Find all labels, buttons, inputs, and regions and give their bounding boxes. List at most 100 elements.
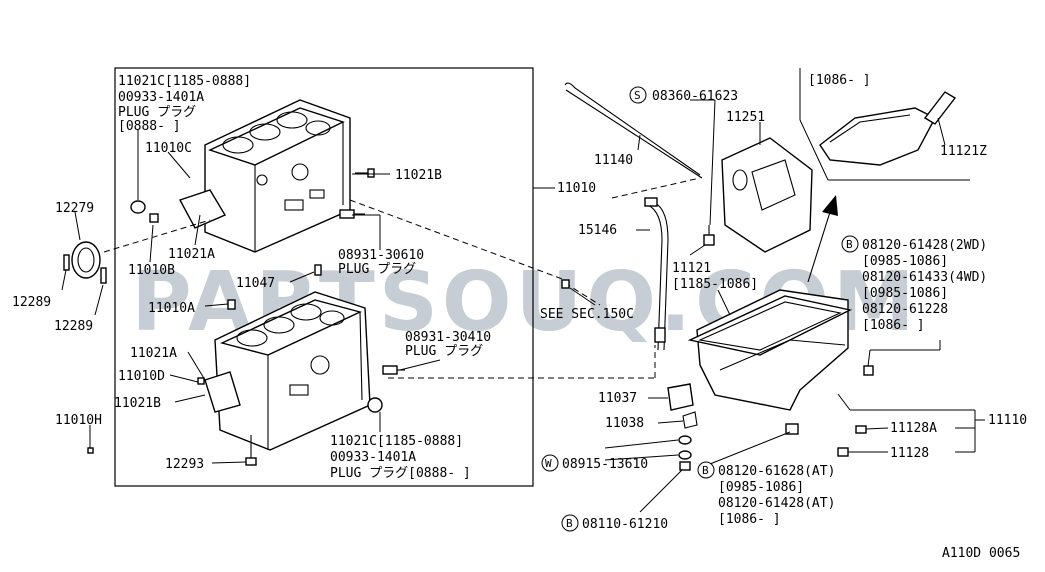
label-12279[interactable]: 12279 [55, 201, 94, 216]
label-12289-left[interactable]: 12289 [12, 295, 51, 310]
label-08931-30410[interactable]: 08931-30410 [405, 330, 491, 345]
bracket-11038-illustration [682, 411, 698, 429]
label-00933-top[interactable]: 00933-1401A [118, 90, 204, 105]
label-range-top: [0888- ] [118, 119, 181, 134]
label-11010c[interactable]: 11010C [145, 141, 192, 156]
label-range-0985-2: [0985-1086] [862, 286, 948, 301]
label-range-1086: [1086- ] [808, 73, 871, 88]
label-11021c-bottom[interactable]: 11021C[1185-0888] [330, 434, 463, 449]
label-12293[interactable]: 12293 [165, 457, 204, 472]
label-11128a[interactable]: 11128A [890, 421, 937, 436]
rear-plate-11251-illustration [721, 137, 813, 253]
label-s-circle: S [634, 89, 641, 102]
label-11121z[interactable]: 11121Z [940, 144, 987, 159]
bolt-see-sec-illustration [561, 279, 570, 289]
label-11140[interactable]: 11140 [594, 153, 633, 168]
label-b-circle-2: B [702, 464, 709, 477]
label-11128[interactable]: 11128 [890, 446, 929, 461]
label-08120-61228[interactable]: 08120-61228 [862, 302, 948, 317]
pin-11010h-illustration [87, 447, 94, 454]
label-range-1086-c: [1086- ] [718, 512, 781, 527]
dash-guide-6 [611, 177, 701, 199]
label-see-sec[interactable]: SEE SEC.150C [540, 307, 634, 322]
dash-guide-2 [349, 199, 566, 281]
label-08120-61433[interactable]: 08120-61433(4WD) [862, 270, 987, 285]
label-08120-61628[interactable]: 08120-61628(AT) [718, 464, 835, 479]
label-range-0985-3: [0985-1086] [718, 480, 804, 495]
label-plug-30610: PLUG プラグ [338, 262, 416, 277]
label-12289-right[interactable]: 12289 [54, 319, 93, 334]
washer-08915-illustration [678, 435, 692, 460]
plug-11010a-illustration [227, 299, 236, 310]
label-00933-bottom[interactable]: 00933-1401A [330, 450, 416, 465]
label-15146[interactable]: 15146 [578, 223, 617, 238]
label-b-circle-1: B [846, 238, 853, 251]
bolt-08360-illustration [703, 225, 715, 246]
label-11010h[interactable]: 11010H [55, 413, 102, 428]
s-circle-icon [629, 86, 647, 104]
plug-11021b-top-illustration [355, 168, 375, 178]
label-11047[interactable]: 11047 [236, 276, 275, 291]
bolt-08110-illustration [679, 461, 691, 471]
pin-11010d-illustration [197, 377, 205, 385]
cylinder-block-lower-illustration [204, 291, 371, 451]
b-circle-1-icon [841, 235, 859, 253]
dash-guide-3 [564, 282, 601, 306]
cylinder-block-upper-illustration [178, 99, 351, 253]
plug-bottom-illustration [367, 397, 383, 413]
bolt-08120-illustration [863, 365, 874, 376]
plug-08931-30610-illustration [339, 209, 365, 219]
label-08120-61428-at[interactable]: 08120-61428(AT) [718, 496, 835, 511]
label-11121[interactable]: 11121 [672, 261, 711, 276]
label-08915[interactable]: 08915-13610 [562, 457, 648, 472]
labels: 11021C[1185-0888] 00933-1401A PLUG プラグ [… [12, 73, 1027, 561]
label-11021a-bottom[interactable]: 11021A [130, 346, 177, 361]
group-box [114, 67, 534, 487]
label-b-circle-3: B [566, 517, 573, 530]
label-11121-range: [1185-1086] [672, 277, 758, 292]
dipstick-guide-15146-illustration [644, 197, 669, 351]
label-11021a-top[interactable]: 11021A [168, 247, 215, 262]
w-circle-icon [541, 454, 559, 472]
label-11021b-top[interactable]: 11021B [395, 168, 442, 183]
rear-seal-illustration [71, 241, 101, 279]
label-08931-30610[interactable]: 08931-30610 [338, 248, 424, 263]
label-11010[interactable]: 11010 [557, 181, 596, 196]
label-11110[interactable]: 11110 [988, 413, 1027, 428]
label-11038[interactable]: 11038 [605, 416, 644, 431]
plug-top-illustration [130, 200, 146, 214]
label-plug-30410: PLUG プラグ [405, 344, 483, 359]
b-circle-3-icon [561, 514, 579, 532]
label-plug-bottom: PLUG プラグ[0888- ] [330, 466, 471, 481]
strainer-11037-illustration [667, 383, 694, 411]
label-08360[interactable]: 08360-61623 [652, 89, 738, 104]
label-11037[interactable]: 11037 [598, 391, 637, 406]
dash-guide-1 [103, 219, 211, 253]
inset-box-1086 [799, 68, 970, 181]
label-w-circle: W [545, 457, 552, 470]
oil-pan-11110-illustration [687, 289, 853, 411]
dipstick-11140-illustration [564, 82, 703, 179]
pin-left-illustration [63, 254, 70, 271]
drain-plug-illustration [785, 423, 799, 435]
label-11010a[interactable]: 11010A [148, 301, 195, 316]
diagram-code: A110D 0065 [942, 546, 1020, 561]
leader-lines [61, 99, 985, 513]
label-08110[interactable]: 08110-61210 [582, 517, 668, 532]
oil-pan-inset-illustration [819, 91, 957, 166]
label-range-0985-1: [0985-1086] [862, 254, 948, 269]
plug-11047-illustration [314, 264, 322, 276]
label-range-1086-b: [1086- ] [862, 318, 925, 333]
label-11010d[interactable]: 11010D [118, 369, 165, 384]
pin-right-illustration [100, 267, 107, 284]
arrow-indicator [807, 195, 838, 283]
bolt-12293-illustration [245, 435, 257, 466]
label-11251[interactable]: 11251 [726, 110, 765, 125]
label-11021c-top[interactable]: 11021C[1185-0888] [118, 74, 251, 89]
label-11021b-bottom[interactable]: 11021B [114, 396, 161, 411]
label-11010b[interactable]: 11010B [128, 263, 175, 278]
label-plug-top: PLUG プラグ [118, 105, 196, 120]
plug-11010b-illustration [149, 213, 159, 223]
label-08120-61428-2wd[interactable]: 08120-61428(2WD) [862, 238, 987, 253]
